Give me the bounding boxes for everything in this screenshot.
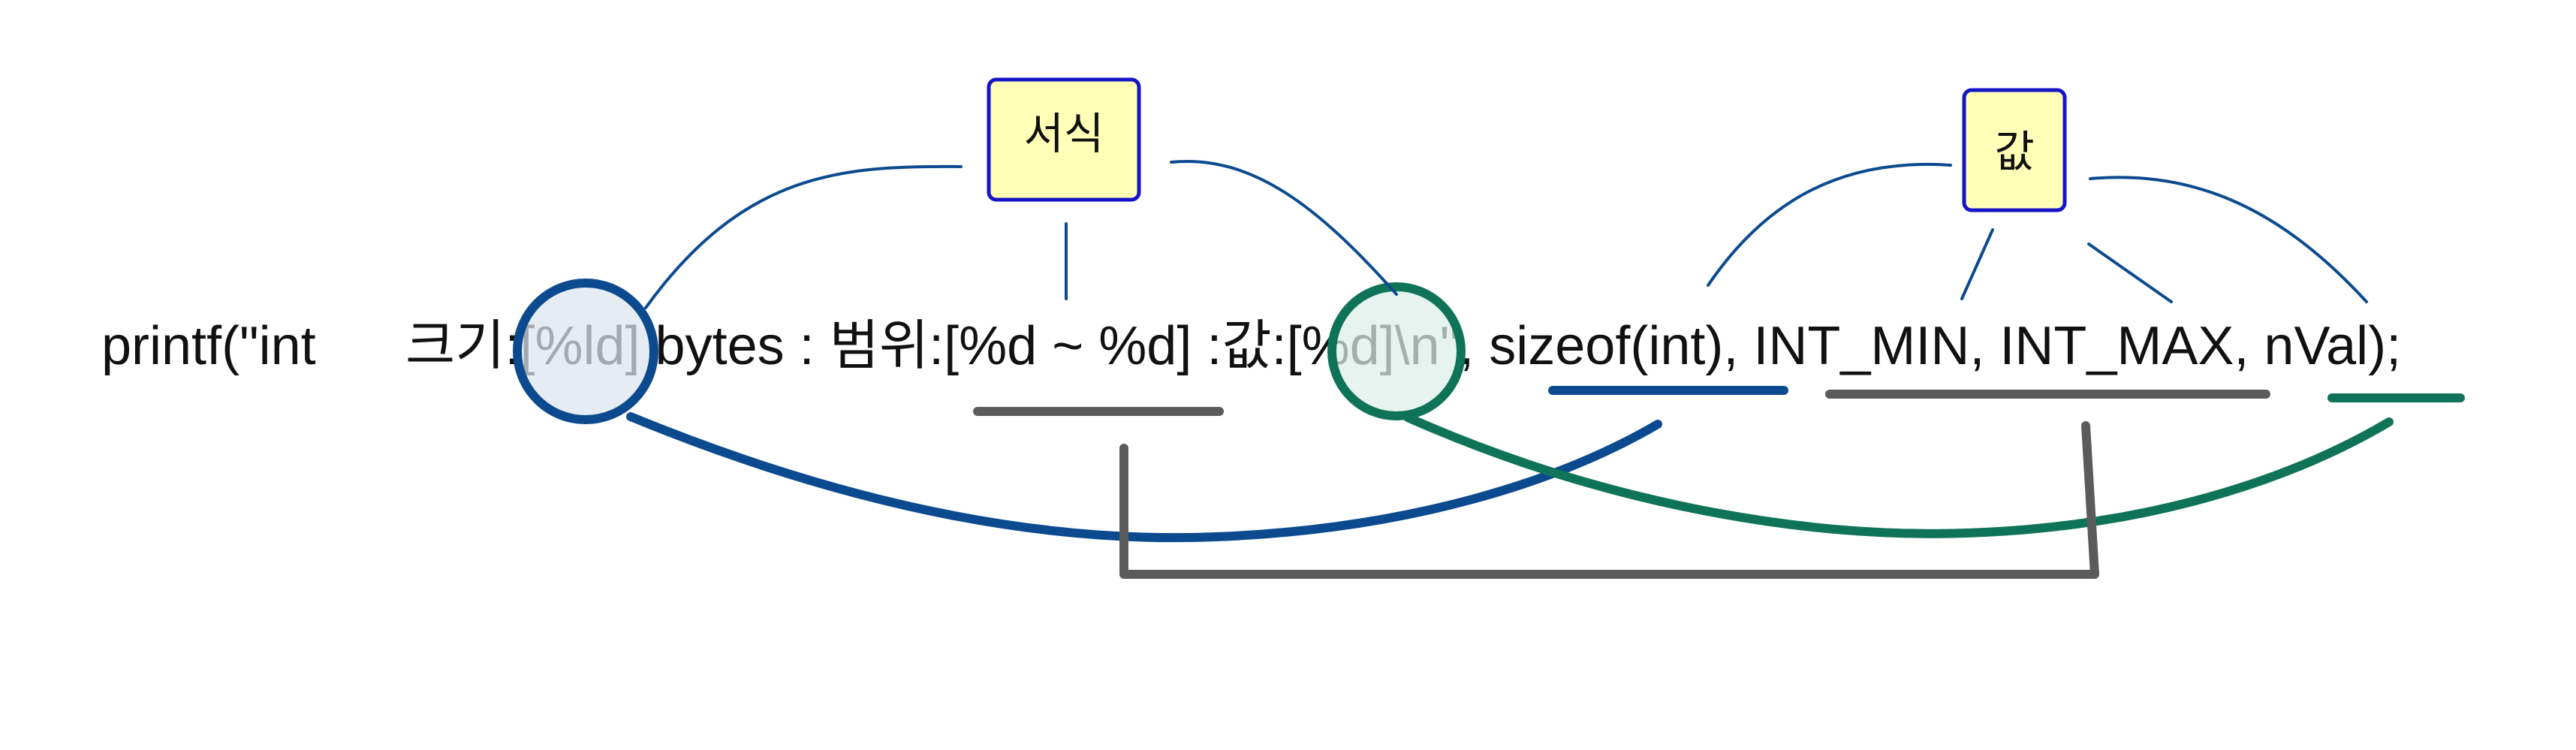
format-label: 서식 — [1024, 108, 1104, 159]
format-curve-right — [1170, 159, 1398, 296]
value-curve-right — [2089, 176, 2368, 303]
value-label-box — [1962, 88, 2067, 212]
gray-range-bracket — [1119, 421, 2099, 579]
value-label: 값 — [1994, 126, 2034, 177]
green-specifier-circle — [1327, 282, 1466, 420]
format-curve-left — [644, 164, 963, 309]
blue-specifier-circle — [513, 279, 658, 424]
blue-mapping-curve — [626, 412, 1662, 543]
code-segment-printf: printf("int — [101, 316, 316, 376]
value-line-middle-left — [1960, 228, 1994, 300]
green-mapping-curve — [1403, 413, 2394, 538]
format-label-box — [987, 77, 1141, 202]
value-line-middle-right — [2087, 242, 2173, 303]
value-curve-left — [1707, 163, 1952, 287]
